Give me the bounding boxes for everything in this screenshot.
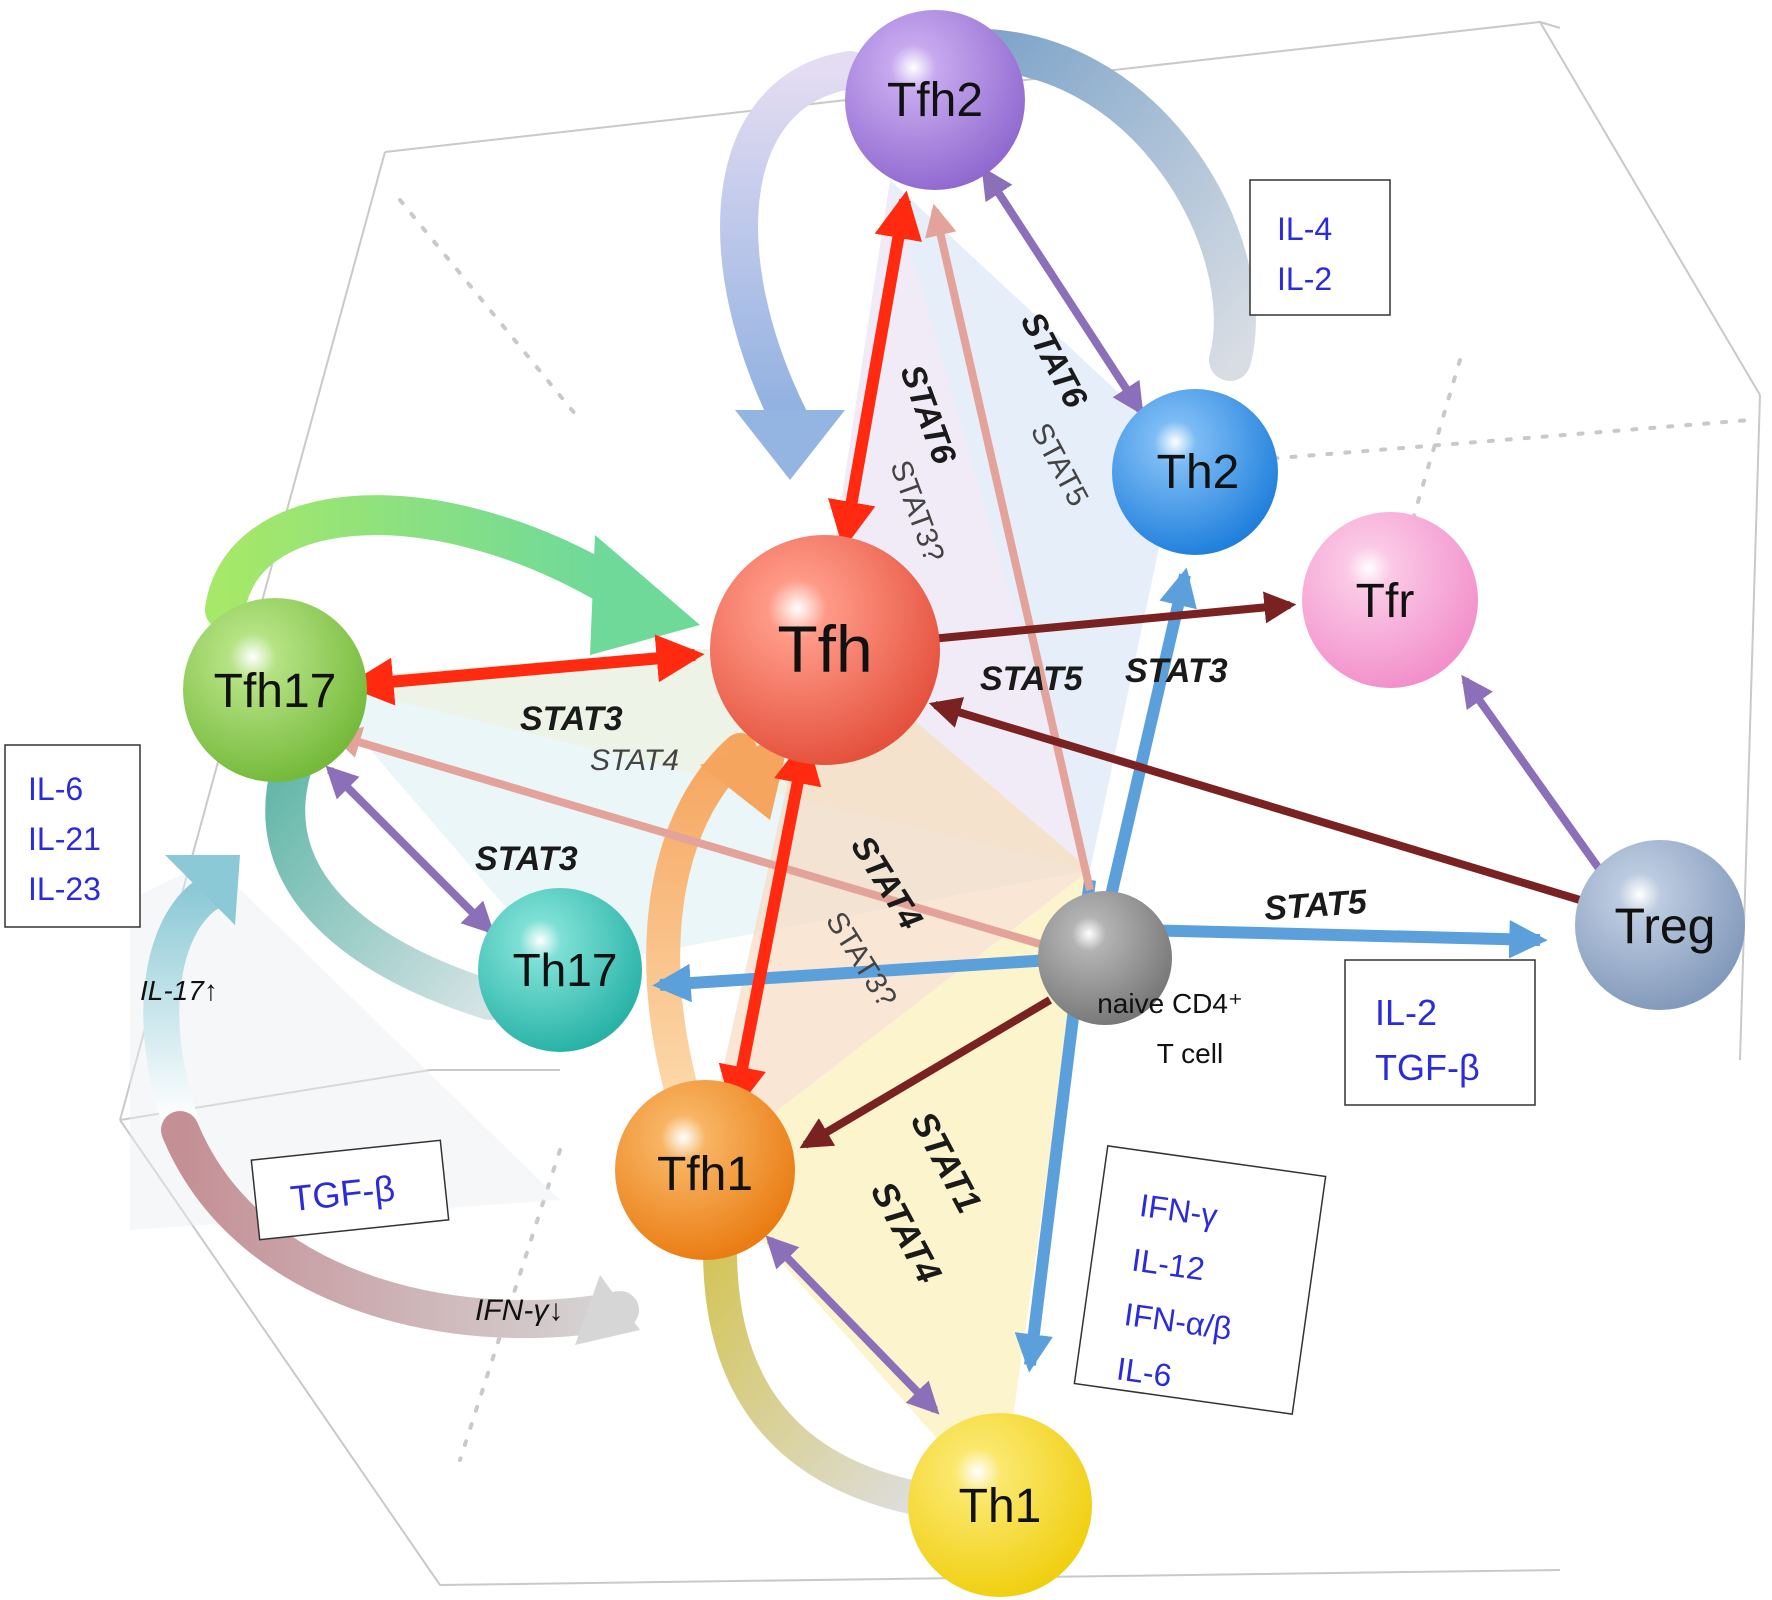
- th2-label: Th2: [1157, 446, 1240, 499]
- node-tfh: Tfh: [710, 535, 940, 765]
- tfh2-sphere: [845, 10, 1025, 190]
- cytokine-box-th2: IL-4 IL-2: [1249, 179, 1391, 316]
- stat5-label-tfr: STAT5: [980, 660, 1084, 698]
- naive-label-line1: naive CD4⁺: [1097, 988, 1243, 1019]
- th17-label: Th17: [513, 944, 618, 996]
- cytokine-il4: IL-4: [1277, 211, 1332, 247]
- tfh1-label: Tfh1: [657, 1148, 753, 1201]
- stat3-label-th17: STAT3: [475, 840, 578, 878]
- tfh2-th2-double-arrow: [981, 166, 1144, 416]
- cytokine-box-th1: IFN-γ IL-12 IFN-α/β IL-6: [1073, 1145, 1327, 1415]
- node-th2: Th2: [1112, 389, 1278, 555]
- il17-curve-head: [165, 855, 240, 925]
- naive-to-tfh1-arrow: [799, 996, 1053, 1149]
- tfh-tfh2-double-arrow: [828, 190, 922, 550]
- cytokine-tgfb-treg: TGF-β: [1375, 1047, 1480, 1088]
- node-tfh2: Tfh2: [845, 10, 1025, 190]
- treg-label: Treg: [1615, 898, 1716, 954]
- ifng-curve: [161, 1111, 639, 1339]
- tfh17-to-tfh-curve-head: [590, 535, 700, 655]
- naive-sphere: [1038, 891, 1172, 1025]
- cytokine-il6-th1: IL-6: [1114, 1350, 1174, 1393]
- th1-sphere: [908, 1413, 1092, 1597]
- tfh17-label: Tfh17: [214, 665, 337, 718]
- th17-to-tfh17-curve: [265, 725, 510, 1020]
- tfh-tfh17-double-arrow: [345, 634, 705, 706]
- cytokine-il2: IL-2: [1277, 261, 1332, 297]
- th2-sphere: [1112, 389, 1278, 555]
- tfh-to-tfr-arrow: [919, 591, 1297, 644]
- ifng-down-note: IFN-γ↓: [475, 1294, 563, 1327]
- il17-up-note: IL-17↑: [140, 975, 218, 1006]
- naive-to-th2-arrow: [1104, 567, 1197, 902]
- cube-wireframe: [119, 20, 1761, 1587]
- tfh17-sphere: [183, 598, 367, 782]
- cytokine-il2-treg: IL-2: [1375, 992, 1437, 1033]
- node-th1: Th1: [908, 1413, 1092, 1597]
- node-tfr: Tfr: [1302, 512, 1478, 688]
- tfr-sphere: [1302, 512, 1478, 688]
- stat3-label-tfr: STAT3: [1125, 652, 1228, 690]
- tfr-label: Tfr: [1356, 575, 1415, 628]
- naive-to-treg-arrow: [1139, 920, 1548, 959]
- cytokine-box-tgfb: TGF-β: [250, 1139, 450, 1241]
- cytokine-box-treg: IL-2 TGF-β: [1344, 959, 1536, 1106]
- tfh1-th1-double-arrow: [765, 1235, 940, 1415]
- tfh2-to-tfh-curve: [720, 51, 869, 439]
- cytokine-il21: IL-21: [28, 821, 101, 857]
- node-naive: naive CD4⁺ T cell: [1038, 891, 1243, 1069]
- tfh2-label: Tfh2: [887, 74, 983, 127]
- tfh-sphere: [710, 535, 940, 765]
- stat5-label-treg: STAT5: [1263, 883, 1369, 928]
- cytokine-il23: IL-23: [28, 871, 101, 907]
- node-tfh1: Tfh1: [615, 1080, 795, 1260]
- cytokine-box-th17: IL-6 IL-21 IL-23: [4, 744, 141, 928]
- stat4-label-tfh17: STAT4: [590, 744, 679, 777]
- ifng-curve-head: [575, 1275, 640, 1345]
- tfh17-th17-double-arrow: [325, 765, 495, 935]
- treg-to-tfr-arrow: [1461, 674, 1604, 873]
- treg-to-tfh-arrow: [928, 697, 1582, 904]
- tfh17-to-tfh-curve: [205, 495, 620, 630]
- tfh-tfh1-double-arrow: [718, 735, 822, 1115]
- naive-label-line2: T cell: [1157, 1038, 1223, 1069]
- th1-label: Th1: [959, 1480, 1042, 1533]
- node-th17: Th17: [478, 888, 642, 1052]
- il17-curve: [143, 872, 233, 1138]
- th1-to-tfh1-curve: [703, 1233, 942, 1517]
- node-treg: Treg: [1575, 840, 1745, 1010]
- tfh2-to-tfh-curve-head: [735, 410, 845, 480]
- tfh1-sphere: [615, 1080, 795, 1260]
- th17-sphere: [478, 888, 642, 1052]
- naive-to-tfh2-arrow: [925, 203, 1094, 891]
- treg-sphere: [1575, 840, 1745, 1010]
- cytokine-il6: IL-6: [28, 771, 83, 807]
- th2-to-tfh2-curve: [939, 28, 1256, 381]
- node-tfh17: Tfh17: [183, 598, 367, 782]
- stat3-label-tfh17: STAT3: [520, 700, 623, 738]
- tfh-label: Tfh: [777, 612, 872, 686]
